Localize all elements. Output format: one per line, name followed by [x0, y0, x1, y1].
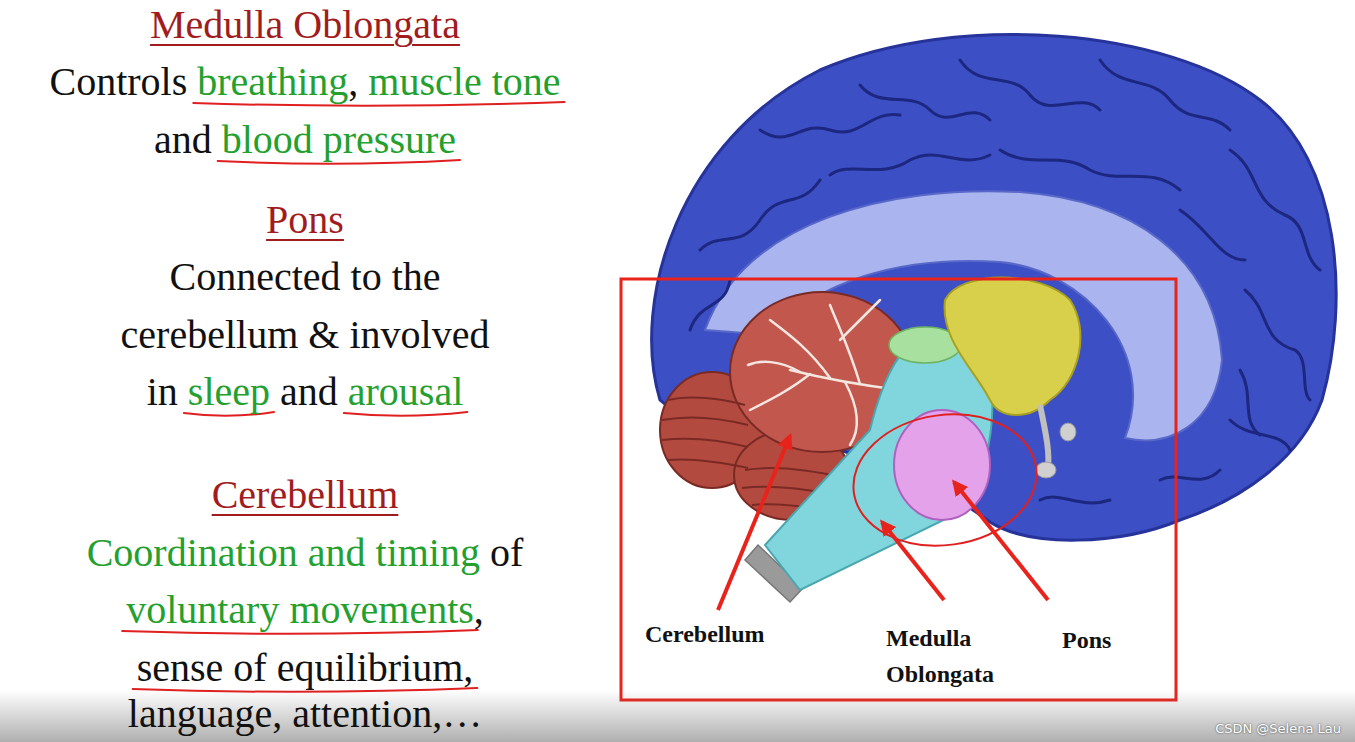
description-text: and: [280, 368, 338, 416]
key-term: blood pressure: [222, 116, 456, 164]
description-text: Connected to the: [169, 253, 440, 301]
description-text: ,: [348, 58, 358, 106]
brainstem: [765, 330, 992, 590]
text-line: Pons: [0, 196, 610, 244]
description-text: cerebellum & involved: [121, 311, 490, 359]
cerebrum: [652, 34, 1337, 540]
part-label: Pons: [1062, 622, 1111, 658]
text-line: Coordination and timingof: [0, 529, 610, 577]
text-column: Medulla OblongataControlsbreathing,muscl…: [0, 0, 610, 742]
section-heading: Cerebellum: [212, 471, 399, 519]
highlight-frame: [621, 279, 1176, 700]
text-line: Medulla Oblongata: [0, 1, 610, 49]
text-line: Cerebellum: [0, 471, 610, 519]
key-term: Coordination and timing: [87, 529, 480, 577]
section-heading: Medulla Oblongata: [150, 1, 460, 49]
text-line: language, attention,…: [0, 690, 610, 738]
section-heading: Pons: [266, 196, 344, 244]
description-text: Controls: [49, 58, 187, 106]
leader-arrows: [718, 436, 1048, 610]
part-label: Medulla Oblongata: [886, 620, 1036, 692]
gyri: [690, 60, 1320, 503]
text-line: Connected to the: [0, 253, 610, 301]
text-line: sense of equilibrium,: [0, 644, 610, 692]
key-term: voluntary movements: [126, 586, 474, 634]
text-line: insleepandarousal: [0, 368, 610, 416]
watermark: CSDN @Selena Lau: [1215, 721, 1341, 736]
text-line: Controlsbreathing,muscle tone: [0, 58, 610, 106]
key-term: breathing: [197, 58, 348, 106]
text-line: cerebellum & involved: [0, 311, 610, 359]
description-text: ,: [474, 586, 484, 634]
key-term: muscle tone: [368, 58, 560, 106]
hand-drawn-circle: [845, 403, 1045, 557]
key-term: sleep: [188, 368, 270, 416]
description-text: language, attention,…: [128, 690, 482, 738]
description-text: and: [154, 116, 212, 164]
description-text: sense of equilibrium,: [137, 644, 474, 692]
part-label: Cerebellum: [645, 616, 765, 652]
key-term: arousal: [348, 368, 464, 416]
description-text: in: [147, 368, 178, 416]
text-line: voluntary movements,: [0, 586, 610, 634]
pons: [894, 410, 990, 520]
text-line: andblood pressure: [0, 116, 610, 164]
description-text: of: [490, 529, 523, 577]
